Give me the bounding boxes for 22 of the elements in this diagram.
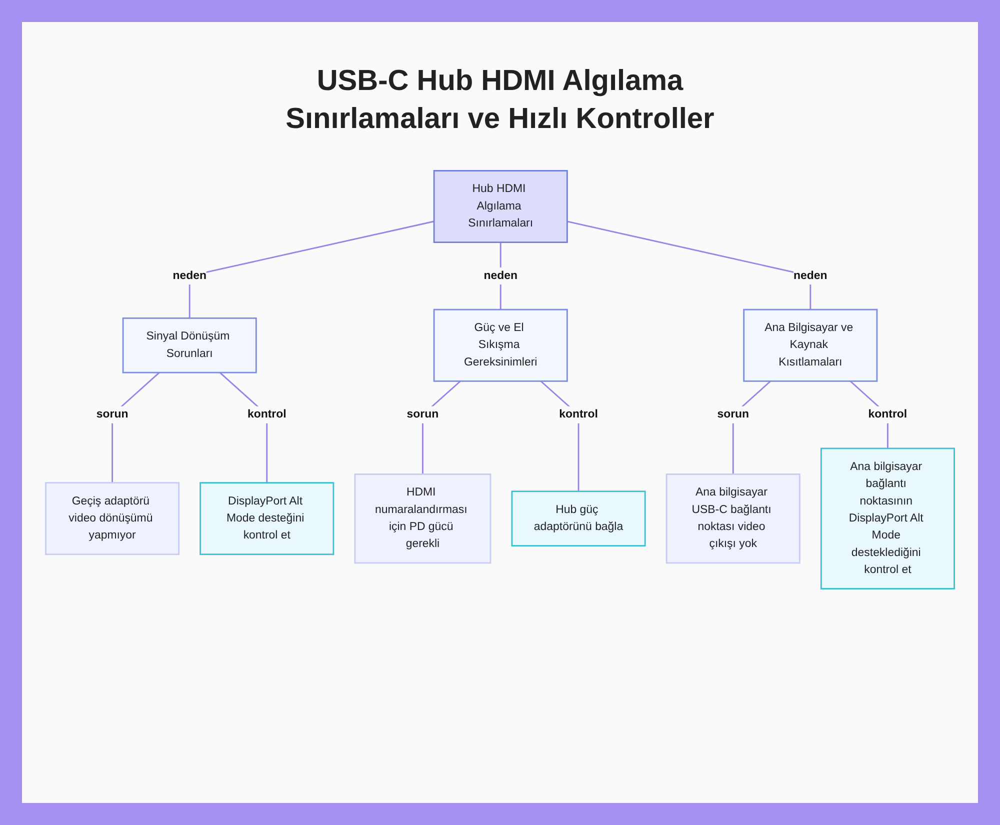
- node-box: Hub güç adaptörünü bağla: [511, 490, 646, 546]
- edge-label: sorun: [717, 408, 750, 421]
- edge-label: sorun: [96, 408, 128, 421]
- node-box: Ana bilgisayar bağlantı noktasının DisplayPort Alt Mode desteklediğini kontrol et: [820, 448, 955, 590]
- edge-label: sorun: [406, 408, 439, 421]
- node-box: Ana Bilgisayar ve Kaynak Kısıtlamaları: [743, 308, 878, 382]
- node-box: HDMI numaralandırması için PD gücü gerekli: [354, 473, 492, 564]
- edge-label: neden: [794, 269, 828, 282]
- edge-label: neden: [484, 269, 518, 282]
- node-box: Geçiş adaptörü video dönüşümü yapmıyor: [45, 482, 180, 556]
- connector: [567, 220, 812, 310]
- edge-label: kontrol: [868, 408, 908, 421]
- node-box: DisplayPort Alt Mode desteğini kontrol et: [200, 482, 334, 556]
- edge-label: kontrol: [559, 408, 598, 421]
- edge-label: neden: [172, 269, 206, 282]
- diagram-title: USB-C Hub HDMI Algılama Sınırlamaları ve Hızlı Kontroller: [284, 64, 716, 137]
- node-box: Ana bilgisayar USB-C bağlantı noktası video çıkışı yok: [666, 473, 800, 564]
- node-box: Güç ve El Sıkışma Gereksinimleri: [433, 308, 568, 382]
- edge-label: kontrol: [247, 408, 286, 421]
- node-box: Sinyal Dönüşüm Sorunları: [122, 317, 257, 374]
- node-box: Hub HDMI Algılama Sınırlamaları: [433, 170, 568, 244]
- connector: [188, 220, 434, 318]
